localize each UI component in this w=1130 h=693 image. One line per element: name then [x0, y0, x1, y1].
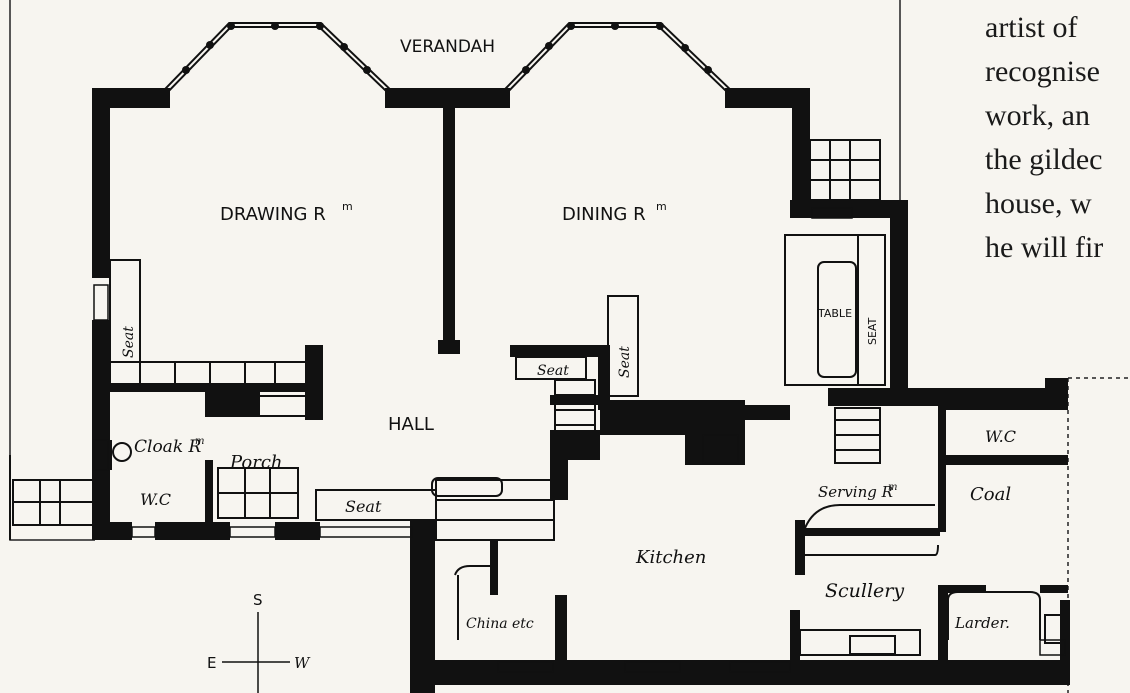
walls — [92, 88, 1070, 693]
label-cloak-room-sup: m — [195, 436, 204, 447]
compass-s: S — [253, 591, 263, 609]
bay-posts — [182, 22, 712, 74]
text-line: house, w — [985, 187, 1092, 220]
label-scullery: Scullery — [825, 580, 904, 602]
label-seat-hall-a: Seat — [537, 363, 569, 379]
compass-w: W — [294, 654, 311, 672]
label-cloak-room: Cloak R — [134, 437, 202, 457]
label-table: TABLE — [817, 307, 852, 320]
label-wc-right: W.C — [985, 427, 1016, 446]
text-line: recognise — [985, 55, 1100, 88]
label-coal: Coal — [970, 484, 1011, 505]
label-seat-porch: Seat — [345, 497, 382, 516]
compass-e: E — [207, 654, 216, 672]
label-drawing-room-sup: m — [342, 200, 353, 213]
compass — [222, 612, 290, 693]
label-dining-room: DINING R — [562, 204, 646, 225]
label-china: China etc — [466, 616, 534, 632]
adjacent-page-text: artist of recognise work, an the gildec … — [985, 6, 1130, 270]
label-porch: Porch — [229, 452, 283, 473]
label-larder: Larder. — [954, 614, 1010, 632]
label-dining-room-sup: m — [656, 200, 667, 213]
label-kitchen: Kitchen — [635, 547, 706, 568]
label-serving-room-sup: m — [888, 482, 897, 493]
text-line: work, an — [985, 99, 1090, 132]
thin-lines — [9, 139, 1064, 656]
label-serving-room: Serving R — [818, 483, 893, 501]
label-verandah: VERANDAH — [400, 37, 495, 57]
label-seat-hall-b: Seat — [617, 346, 633, 378]
text-line: he will fir — [985, 231, 1104, 264]
text-line: artist of — [985, 11, 1078, 44]
label-drawing-room: DRAWING R — [220, 204, 326, 225]
label-hall: HALL — [388, 414, 434, 435]
text-line: the gildec — [985, 143, 1103, 176]
verandah-bays — [162, 22, 733, 95]
label-seat-drawing: Seat — [121, 326, 137, 358]
label-wc-left: W.C — [140, 490, 171, 509]
label-seat-dining: SEAT — [866, 317, 879, 345]
verandah-bays-inner — [164, 24, 731, 93]
window-marks — [93, 207, 1066, 673]
